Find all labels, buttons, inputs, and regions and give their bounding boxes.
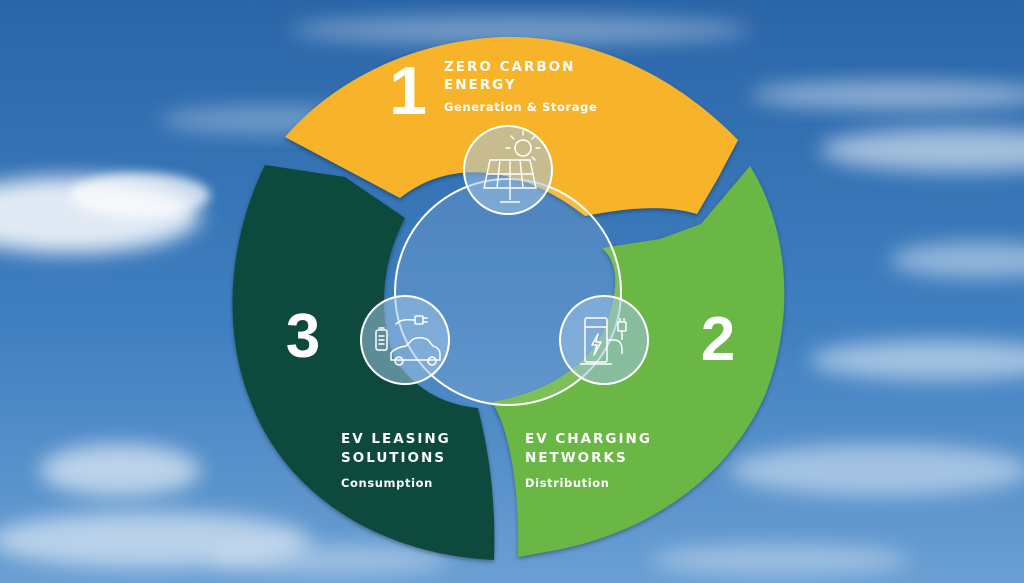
segment-2-title-line-2: NETWORKS [525,450,628,466]
segment-2-title-line-1: EV CHARGING [525,431,652,447]
electric-car-icon [360,295,450,385]
segment-3-subtitle: Consumption [341,476,433,490]
clouds [0,16,1024,576]
solar-panel-icon [463,125,553,215]
segment-1-subtitle: Generation & Storage [444,100,597,114]
segment-3-title-line-1: EV LEASING [341,431,451,447]
segment-2-subtitle: Distribution [525,476,610,490]
segment-number-2: 2 [701,305,735,374]
segment-3-title-line-2: SOLUTIONS [341,450,446,466]
segment-1-title-line-2: ENERGY [444,77,517,93]
segment-number-3: 3 [286,302,320,371]
segment-1-title-line-1: ZERO CARBON [444,59,575,75]
segment-ev-leasing-solutions [232,165,495,560]
charging-station-icon [559,295,649,385]
segment-number-1: 1 [389,53,427,129]
